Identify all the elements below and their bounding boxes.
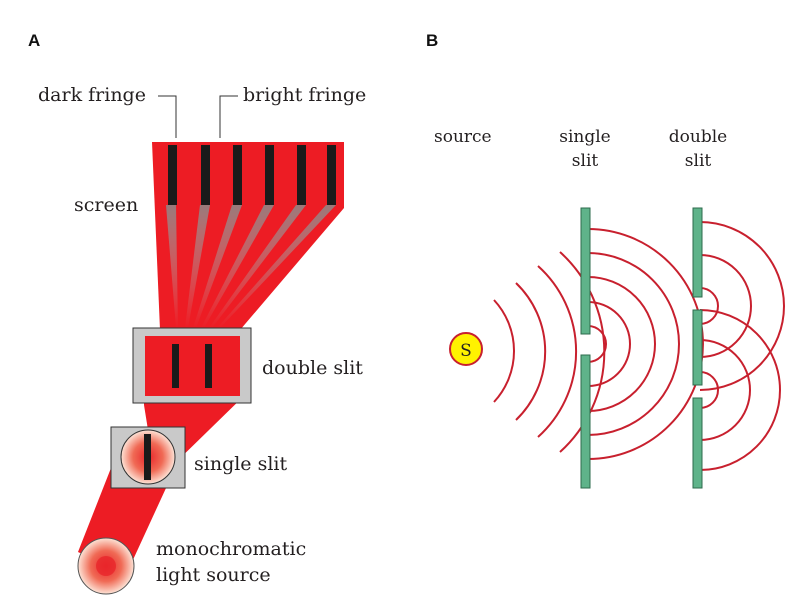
double-slit-top-wavefronts <box>699 221 785 391</box>
light-source <box>77 537 135 595</box>
source-s-label: S <box>460 341 472 361</box>
double-slit-bar-left <box>172 344 179 388</box>
panel-a-letter: A <box>28 31 40 50</box>
label-single-slit-line1: single <box>559 127 611 147</box>
single-slit-wavefronts <box>587 228 704 460</box>
single-slit-barrier <box>580 207 591 489</box>
double-slit-bottom-wavefronts <box>699 309 781 471</box>
fringe-streaks <box>166 205 336 328</box>
label-double-slit: double slit <box>262 357 363 379</box>
label-double-slit-line1: double <box>669 127 727 147</box>
single-slit-bar <box>144 434 151 480</box>
panel-b-letter: B <box>426 31 438 50</box>
dark-fringe-leader <box>158 95 177 138</box>
single-slit-frame <box>110 426 186 489</box>
label-source: source <box>434 127 492 147</box>
label-source-line1: monochromatic <box>156 538 306 560</box>
label-screen: screen <box>74 194 138 216</box>
label-double-slit-line2: slit <box>685 151 712 171</box>
panel-a: A <box>28 31 366 595</box>
double-slit-frame <box>132 327 252 404</box>
source-s-marker: S <box>449 332 483 366</box>
label-bright-fringe: bright fringe <box>243 84 366 106</box>
label-single-slit-line2: slit <box>572 151 599 171</box>
label-dark-fringe: dark fringe <box>38 84 146 106</box>
dark-fringes <box>168 145 336 205</box>
bright-fringe-leader <box>219 95 238 138</box>
double-slit-barrier <box>692 207 703 489</box>
label-source-line2: light source <box>156 564 271 586</box>
screen-beam-fan <box>152 142 344 330</box>
double-slit-bar-right <box>205 344 212 388</box>
label-single-slit: single slit <box>194 453 287 475</box>
panel-b: B source single slit double slit S <box>426 31 785 489</box>
